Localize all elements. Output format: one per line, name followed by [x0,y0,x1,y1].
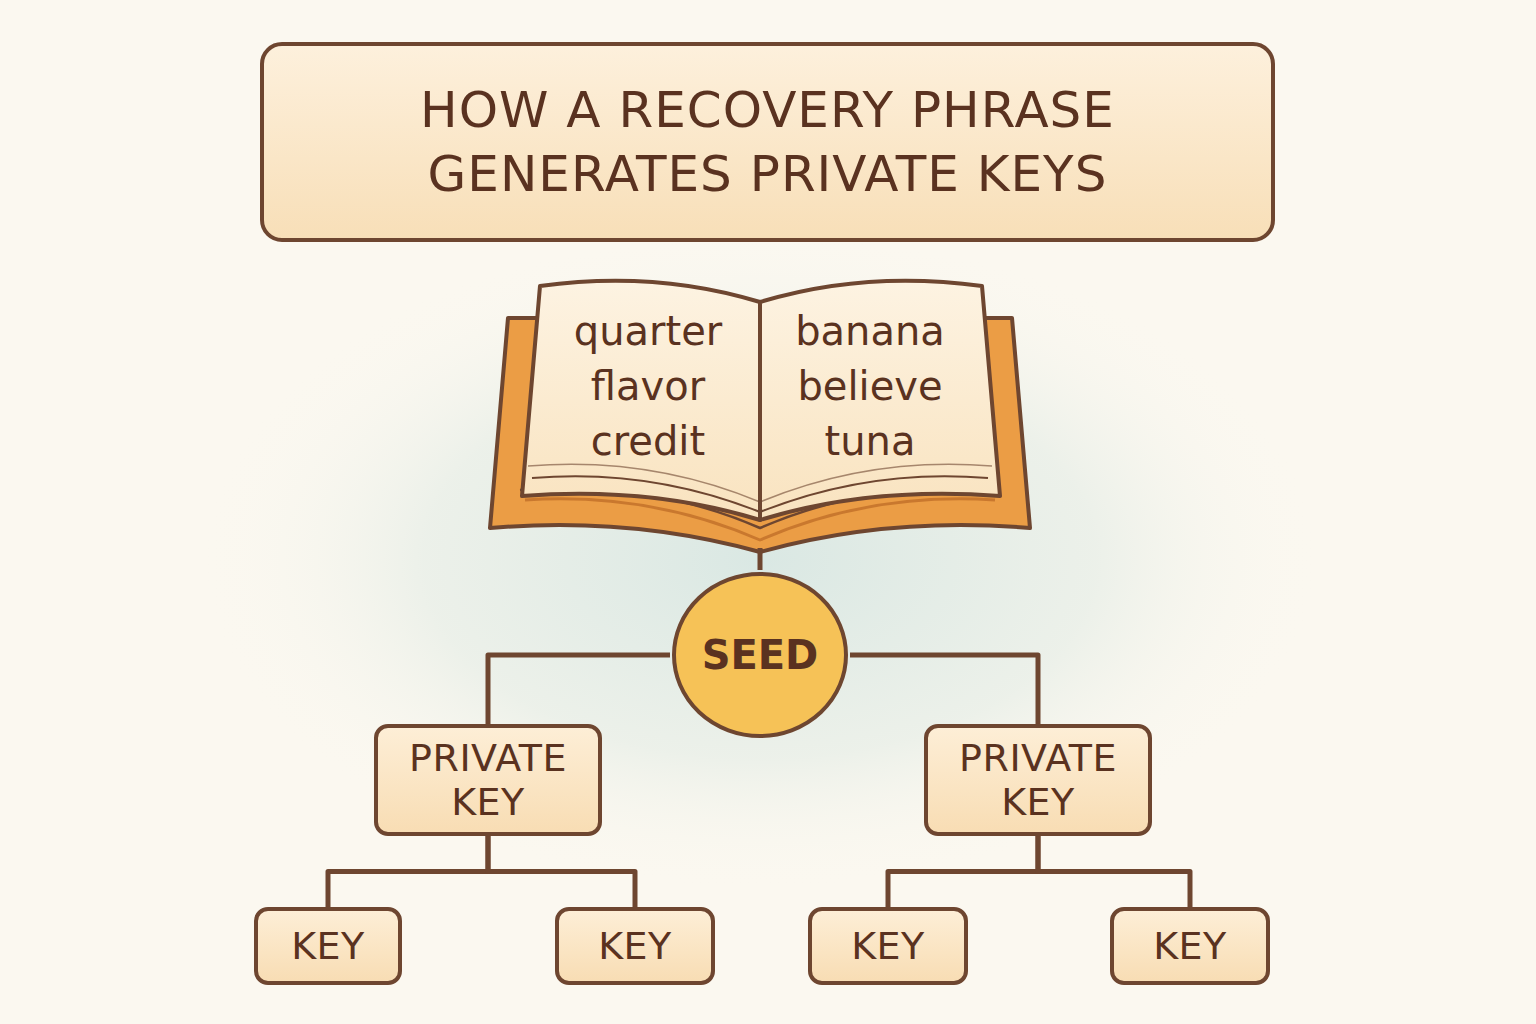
key-box: KEY [254,907,402,985]
key-box: KEY [1110,907,1270,985]
node-label: PRIVATE KEY [950,736,1126,824]
background-glow [200,230,1320,890]
key-box: PRIVATE KEY [924,724,1152,836]
title-text: HOW A RECOVERY PHRASE GENERATES PRIVATE … [318,78,1218,206]
connector-line [850,655,1038,724]
phrase-words: banana believe tuna [764,304,976,469]
connector-line [488,655,670,724]
title-banner: HOW A RECOVERY PHRASE GENERATES PRIVATE … [260,42,1275,242]
phrase-book: quarter flavor creditbanana believe tuna [500,280,1020,548]
node-label: KEY [1153,924,1227,968]
key-box: PRIVATE KEY [374,724,602,836]
node-label: KEY [291,924,365,968]
connector-line [488,836,635,907]
book-drawing [490,281,1030,552]
node-label: PRIVATE KEY [400,736,576,824]
connector-line [758,548,763,570]
phrase-words: quarter flavor credit [542,304,754,469]
node-label: KEY [598,924,672,968]
key-box: KEY [555,907,715,985]
node-label: KEY [851,924,925,968]
connector-line [888,836,1038,907]
seed-circle: SEED [670,570,850,740]
node-label: SEED [702,632,819,678]
connector-line [1038,836,1190,907]
connector-line [328,836,488,907]
key-box: KEY [808,907,968,985]
